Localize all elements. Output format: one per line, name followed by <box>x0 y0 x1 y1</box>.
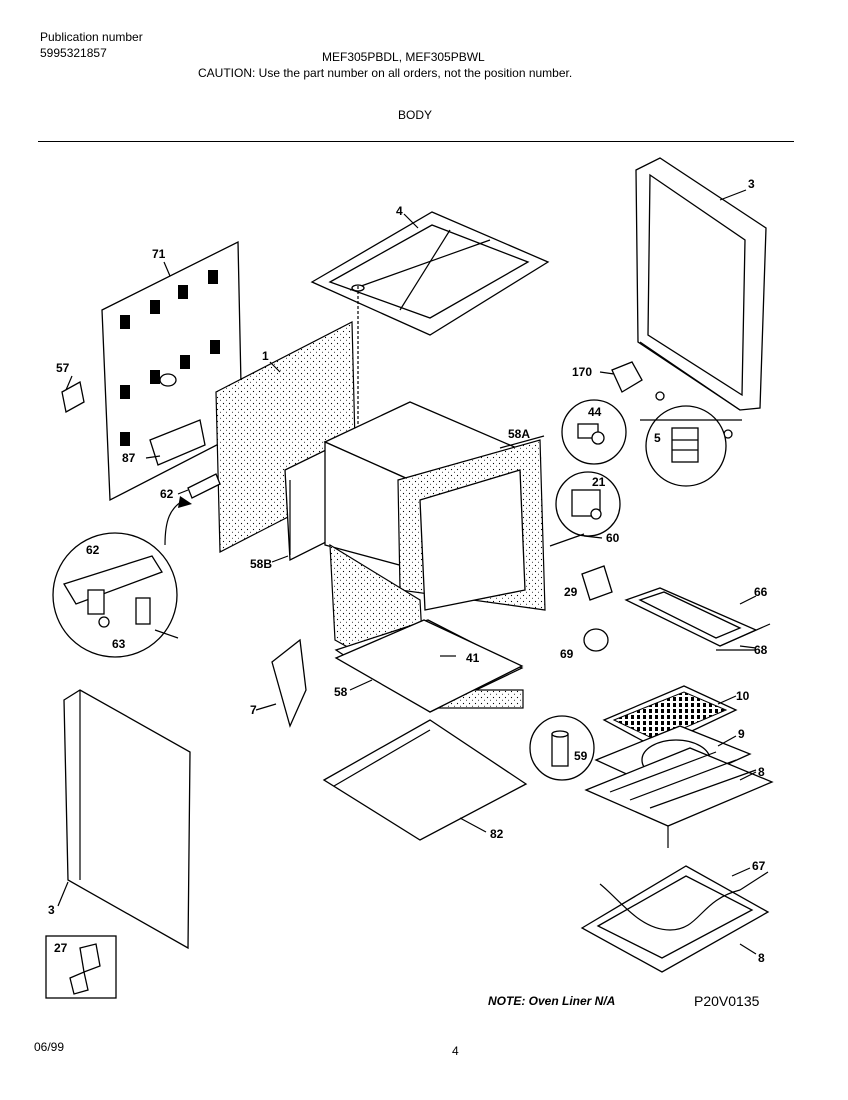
callout-4: 4 <box>396 204 403 218</box>
section-title: BODY <box>398 108 433 122</box>
terminal-block-part <box>187 473 221 499</box>
callout-58A: 58A <box>508 427 530 441</box>
callout-27: 27 <box>54 941 68 955</box>
part-7 <box>271 638 307 728</box>
callout-8-rack: 8 <box>758 765 765 779</box>
part-69 <box>583 628 609 652</box>
callout-9: 9 <box>738 727 745 741</box>
part-29 <box>581 565 613 601</box>
part-60 <box>549 533 585 547</box>
callout-5: 5 <box>654 431 661 445</box>
oven-rack-part <box>584 747 774 848</box>
header-rule <box>38 141 794 142</box>
callout-1: 1 <box>262 349 269 363</box>
callout-66: 66 <box>754 585 768 599</box>
callout-60: 60 <box>606 531 620 545</box>
callout-67: 67 <box>752 859 766 873</box>
top-panel-part <box>310 211 550 450</box>
part-21-detail <box>555 471 621 537</box>
left-side-outer-panel-part <box>63 689 191 950</box>
callout-63: 63 <box>112 637 126 651</box>
callout-29: 29 <box>564 585 578 599</box>
screw-part <box>655 391 665 401</box>
oven-liner-note: NOTE: Oven Liner N/A <box>488 994 616 1008</box>
callout-3-top: 3 <box>748 177 755 191</box>
bottom-panel-part <box>322 719 528 841</box>
callout-8-pan: 8 <box>758 951 765 965</box>
callout-58: 58 <box>334 685 348 699</box>
part-59-detail <box>529 715 595 781</box>
right-side-panel-part <box>635 157 767 411</box>
page-number: 4 <box>452 1044 459 1058</box>
callout-68: 68 <box>754 643 768 657</box>
part-58 <box>334 619 524 713</box>
diagram-code: P20V0135 <box>694 993 760 1009</box>
broil-pan-insert-part <box>602 685 738 749</box>
broil-element-part <box>580 865 770 973</box>
callout-10: 10 <box>736 689 750 703</box>
callout-21: 21 <box>592 475 606 489</box>
callout-labels: 3 4 71 1 57 87 62 170 44 5 58A 21 60 58B… <box>48 177 768 965</box>
leader-lines <box>57 189 757 955</box>
callout-62-detail: 62 <box>86 543 100 557</box>
publication-number: 5995321857 <box>40 46 107 60</box>
part-62-63-detail <box>52 496 192 658</box>
back-panel-part <box>101 240 243 502</box>
callout-44: 44 <box>588 405 602 419</box>
callout-57: 57 <box>56 361 70 375</box>
callout-7: 7 <box>250 703 257 717</box>
part-44-detail <box>561 399 627 465</box>
part-27-inset <box>45 935 117 999</box>
revision-date: 06/99 <box>34 1040 65 1054</box>
left-side-panel-part <box>215 321 357 562</box>
callout-82: 82 <box>490 827 504 841</box>
callout-71: 71 <box>152 247 166 261</box>
hinge-bracket-part <box>611 361 643 393</box>
model-numbers: MEF305PBDL, MEF305PBWL <box>322 50 485 64</box>
callout-87: 87 <box>122 451 136 465</box>
bake-element-part <box>624 587 771 651</box>
callout-62-upper: 62 <box>160 487 174 501</box>
back-panel-bracket-part <box>61 380 85 414</box>
callout-41: 41 <box>466 651 480 665</box>
callout-59: 59 <box>574 749 588 763</box>
part-5-detail <box>640 405 742 487</box>
callout-170: 170 <box>572 365 592 379</box>
callout-58B: 58B <box>250 557 272 571</box>
callout-69: 69 <box>560 647 574 661</box>
caution-text: CAUTION: Use the part number on all orde… <box>198 66 573 80</box>
publication-label: Publication number <box>40 30 143 44</box>
callout-3-bottom: 3 <box>48 903 55 917</box>
